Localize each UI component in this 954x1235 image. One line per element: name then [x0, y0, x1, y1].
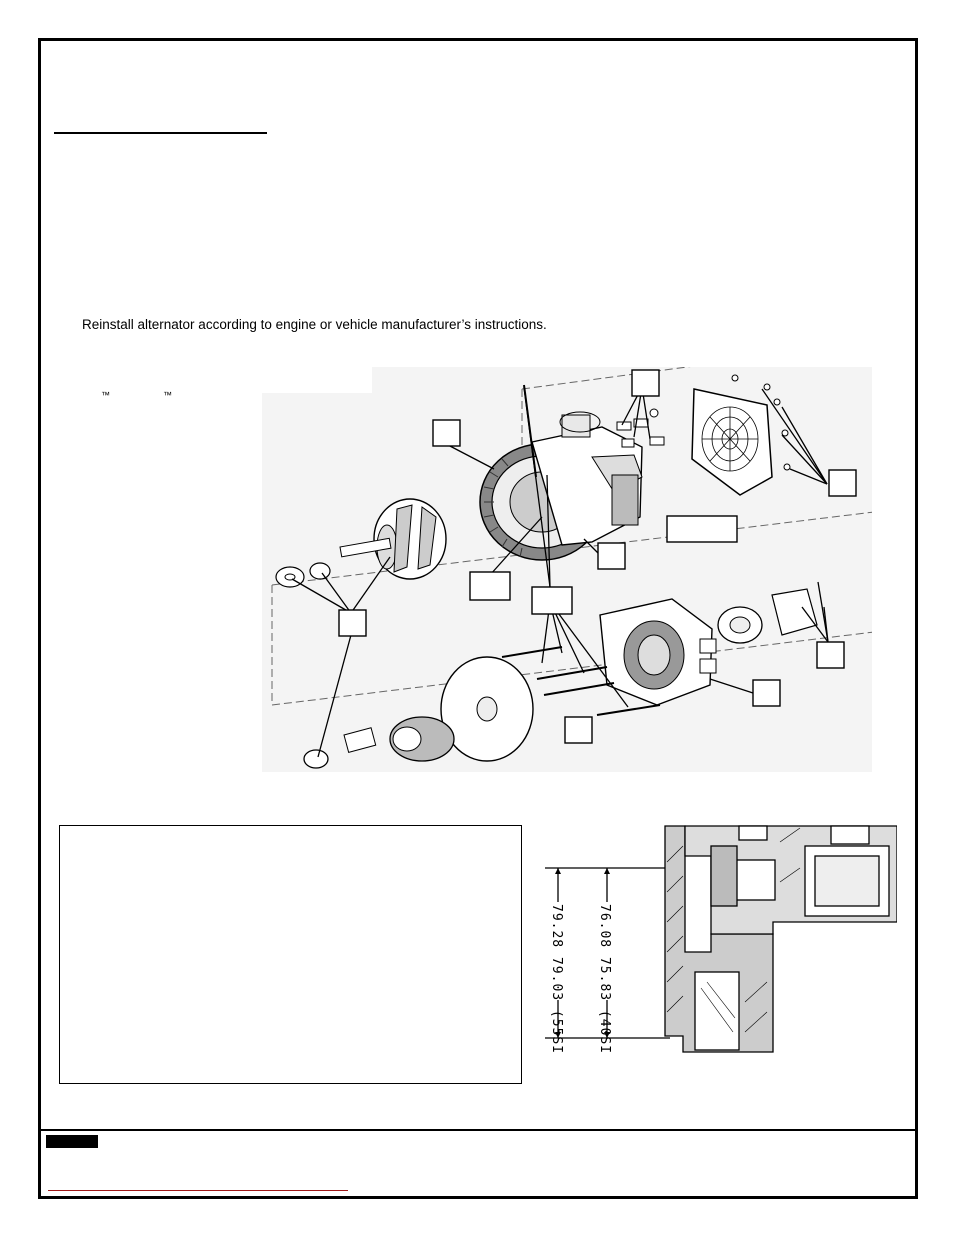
- rear-cover: [691, 388, 773, 496]
- rotor: [339, 498, 447, 580]
- footer-tab: [46, 1135, 98, 1148]
- footer-divider: [41, 1129, 915, 1131]
- fan: [440, 656, 534, 762]
- reinstall-instruction: Reinstall alternator according to engine…: [82, 317, 547, 332]
- trademark-symbol: ™: [101, 390, 110, 400]
- footer-red-rule: [48, 1190, 348, 1191]
- section-heading-underline: [54, 132, 267, 134]
- page-frame: [38, 38, 918, 1199]
- note-box: [59, 825, 522, 1084]
- trademark-symbol: ™: [163, 390, 172, 400]
- dimension-55si: 79.28 79.03 (55SI): [549, 904, 564, 1054]
- end-housing: [531, 411, 643, 546]
- dimension-40si: 76.08 75.83 (40SI): [597, 904, 612, 1054]
- alternator-exploded-diagram: [262, 367, 872, 772]
- alternator-section-view: 79.28 79.03 (55SI) 76.08 75.83 (40SI): [545, 825, 897, 1054]
- drive-end-frame: [599, 598, 717, 706]
